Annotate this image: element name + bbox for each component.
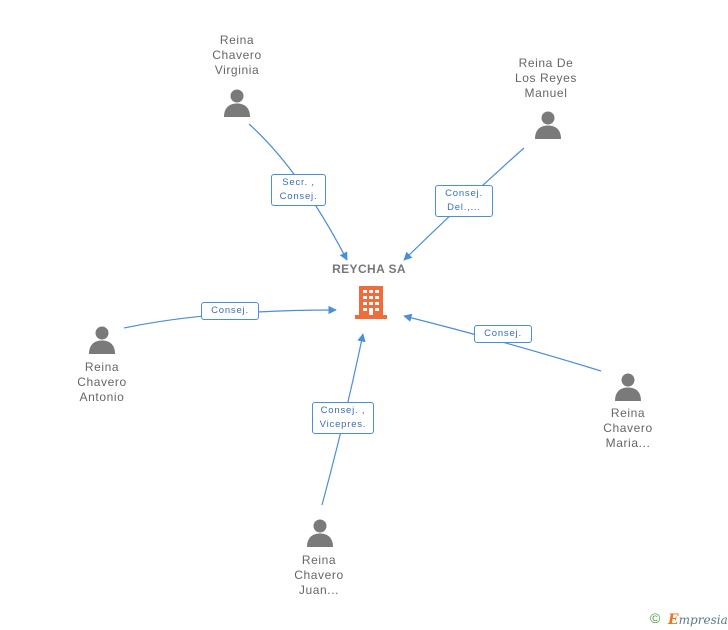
edge-label-line: Consej. bbox=[445, 188, 483, 199]
edge-label-juan[interactable]: Consej. , Vicepres. bbox=[312, 402, 374, 434]
person-name-line: Manuel bbox=[524, 86, 568, 100]
person-name-line: Chavero bbox=[294, 568, 344, 582]
person-icon[interactable] bbox=[87, 325, 117, 355]
edge-label-line: Consej. bbox=[484, 328, 522, 339]
edge-label-virginia[interactable]: Secr. , Consej. bbox=[271, 174, 326, 206]
person-icon[interactable] bbox=[222, 88, 252, 118]
person-node-virginia[interactable]: Reina Chavero Virginia bbox=[197, 33, 277, 78]
company-name[interactable]: REYCHA SA bbox=[332, 262, 406, 276]
person-node-antonio[interactable]: Reina Chavero Antonio bbox=[62, 360, 142, 405]
edge-label-line: Secr. , bbox=[282, 177, 315, 188]
edge-label-line: Consej. bbox=[211, 305, 249, 316]
person-name-line: Chavero bbox=[212, 48, 262, 62]
person-name-line: Juan... bbox=[298, 583, 340, 597]
edge-label-line: Consej. , bbox=[320, 405, 366, 416]
person-name-line: Reina bbox=[610, 406, 646, 420]
edge-label-antonio[interactable]: Consej. bbox=[201, 302, 259, 320]
edge-label-manuel[interactable]: Consej. Del.,... bbox=[435, 185, 493, 217]
person-name-line: Maria... bbox=[605, 436, 651, 450]
person-node-maria[interactable]: Reina Chavero Maria... bbox=[588, 406, 668, 451]
brand-logo: Empresia bbox=[668, 612, 728, 628]
edge-label-maria[interactable]: Consej. bbox=[474, 325, 532, 343]
person-icon[interactable] bbox=[533, 110, 563, 140]
edge-label-line: Del.,... bbox=[447, 202, 481, 213]
copyright-icon: © bbox=[650, 610, 661, 626]
person-node-juan[interactable]: Reina Chavero Juan... bbox=[279, 553, 359, 598]
person-name-line: Chavero bbox=[603, 421, 653, 435]
person-name-line: Los Reyes bbox=[514, 71, 578, 85]
brand-rest: mpresia bbox=[678, 613, 728, 627]
edge-label-line: Vicepres. bbox=[319, 419, 367, 430]
person-name-line: Reina bbox=[219, 33, 255, 47]
brand-initial: E bbox=[668, 612, 679, 628]
person-name-line: Reina De bbox=[518, 56, 574, 70]
building-icon[interactable] bbox=[355, 284, 387, 320]
person-name-line: Antonio bbox=[79, 390, 125, 404]
person-name-line: Reina bbox=[301, 553, 337, 567]
person-name-line: Virginia bbox=[214, 63, 260, 77]
person-icon[interactable] bbox=[305, 518, 335, 548]
person-icon[interactable] bbox=[613, 372, 643, 402]
person-name-line: Chavero bbox=[77, 375, 127, 389]
person-node-manuel[interactable]: Reina De Los Reyes Manuel bbox=[500, 56, 592, 101]
edge-label-line: Consej. bbox=[279, 191, 318, 202]
person-name-line: Reina bbox=[84, 360, 120, 374]
